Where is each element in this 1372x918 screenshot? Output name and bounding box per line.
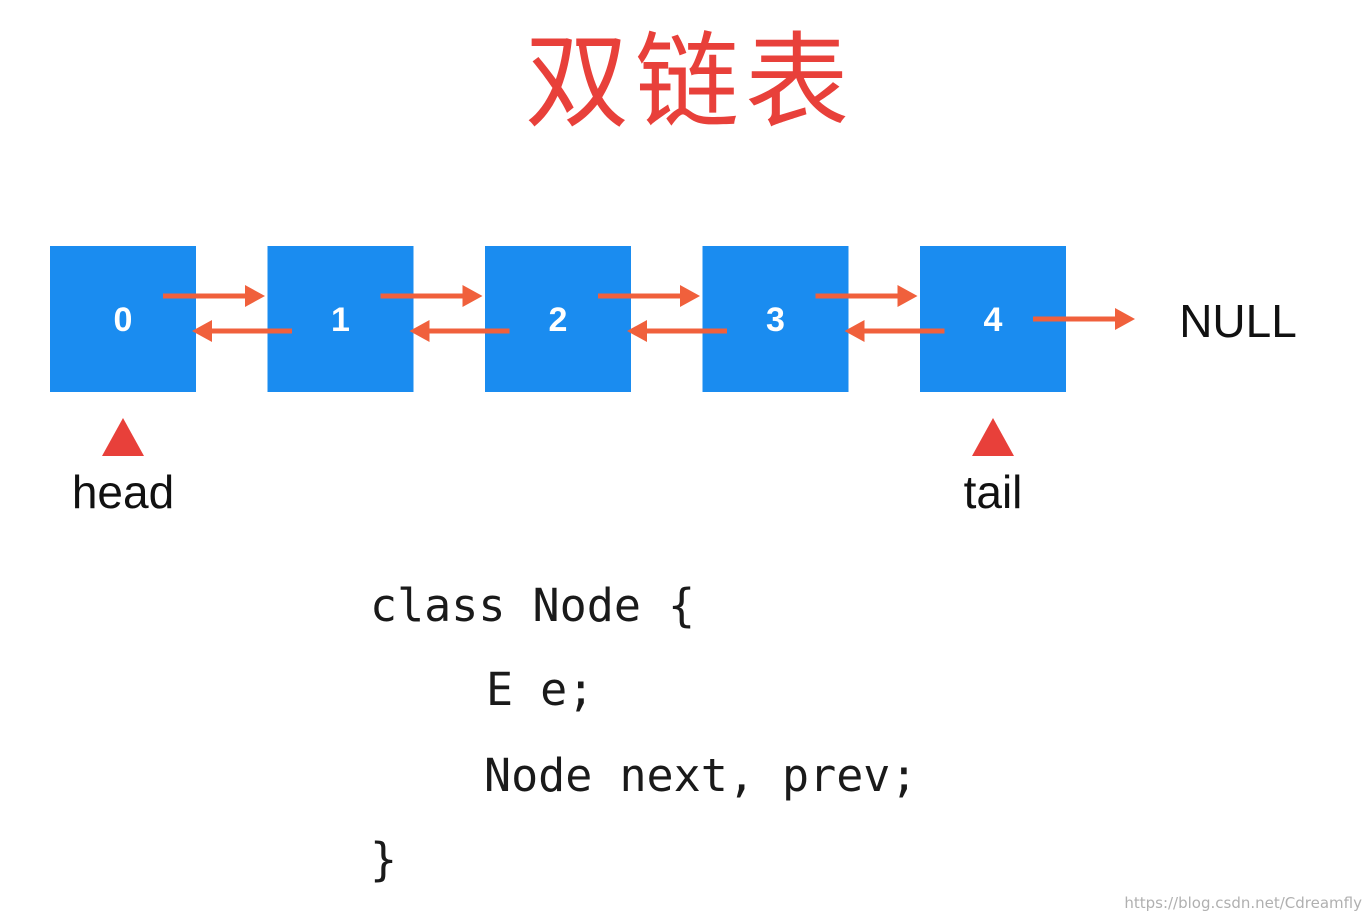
prev-arrow-2 bbox=[409, 320, 510, 342]
node-value: 0 bbox=[114, 301, 133, 339]
null-arrow bbox=[1033, 308, 1135, 330]
pointer-triangle-icon bbox=[102, 418, 144, 456]
next-arrow-0 bbox=[163, 285, 265, 307]
node-3: 3 bbox=[702, 246, 849, 392]
node-box bbox=[267, 246, 414, 392]
next-arrow-3 bbox=[815, 285, 918, 307]
tail-label: tail bbox=[964, 466, 1023, 518]
pointers-layer: head tail bbox=[72, 418, 1023, 518]
node-value: 3 bbox=[766, 301, 785, 339]
arrows-layer bbox=[163, 285, 1135, 342]
diagram-title: 双链表 bbox=[524, 21, 855, 143]
code-line-close-brace: } bbox=[370, 833, 398, 886]
node-2: 2 bbox=[485, 246, 631, 392]
node-value: 4 bbox=[984, 301, 1003, 339]
node-0: 0 bbox=[50, 246, 196, 392]
head-label: head bbox=[72, 466, 174, 518]
node-box bbox=[702, 246, 849, 392]
node-1: 1 bbox=[267, 246, 414, 392]
next-arrow-2 bbox=[598, 285, 700, 307]
tail-pointer: tail bbox=[964, 418, 1023, 518]
next-arrow-1 bbox=[380, 285, 483, 307]
pointer-triangle-icon bbox=[972, 418, 1014, 456]
null-label: NULL bbox=[1179, 295, 1297, 347]
prev-arrow-1 bbox=[192, 320, 292, 342]
prev-arrow-4 bbox=[844, 320, 945, 342]
nodes-layer: 0 1 2 3 4 bbox=[50, 246, 1066, 392]
code-line-field-e: E e; bbox=[486, 663, 595, 716]
node-value: 1 bbox=[331, 301, 350, 339]
node-value: 2 bbox=[549, 301, 568, 339]
watermark: https://blog.csdn.net/Cdreamfly bbox=[1124, 894, 1362, 912]
node-box bbox=[50, 246, 196, 392]
code-line-field-links: Node next, prev; bbox=[484, 749, 918, 802]
head-pointer: head bbox=[72, 418, 174, 518]
prev-arrow-3 bbox=[627, 320, 727, 342]
code-line-class-decl: class Node { bbox=[370, 579, 696, 632]
node-box bbox=[485, 246, 631, 392]
